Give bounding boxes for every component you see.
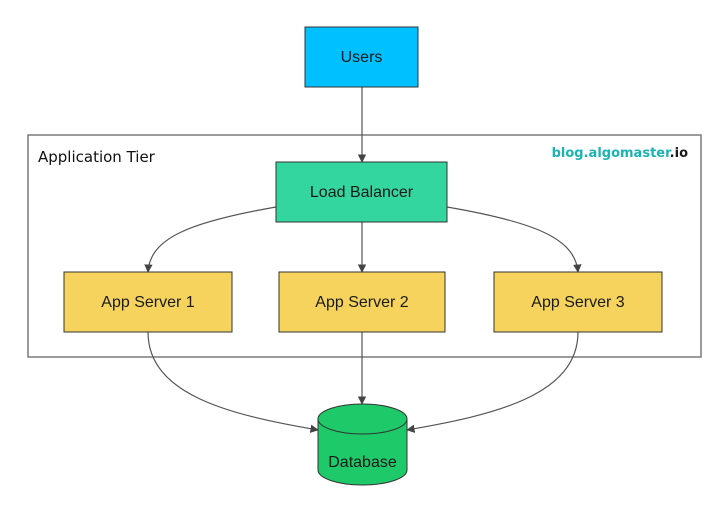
- load-balancer-label: Load Balancer: [310, 184, 414, 201]
- app-server-1-node: App Server 1: [63, 271, 233, 333]
- users-node: Users: [304, 26, 419, 88]
- edge-load-balancer-to-app-server-3: [446, 206, 582, 273]
- app-server-2-label: App Server 2: [315, 294, 408, 311]
- watermark-name: algomaster: [589, 146, 673, 161]
- application-tier-label: Application Tier: [38, 148, 156, 166]
- database-label: Database: [328, 454, 397, 471]
- watermark-prefix: blog.: [552, 146, 589, 161]
- watermark-suffix: .io: [670, 146, 688, 161]
- database-cylinder: [317, 419, 408, 486]
- app-server-2-node: App Server 2: [278, 271, 446, 333]
- edge-load-balancer-to-app-server-1: [144, 206, 277, 273]
- edge-app-server-1-to-database: [147, 331, 319, 433]
- users-label: Users: [341, 49, 383, 66]
- app-server-1-label: App Server 1: [101, 294, 194, 311]
- load-balancer-node: Load Balancer: [275, 161, 448, 223]
- edge-app-server-3-to-database: [406, 331, 579, 433]
- application-tier-container: [27, 134, 702, 358]
- app-server-3-node: App Server 3: [493, 271, 663, 333]
- database-cylinder-top: [317, 403, 408, 435]
- app-server-3-label: App Server 3: [531, 294, 624, 311]
- database-node: Database: [317, 403, 408, 486]
- brand-watermark: blog.algomaster.io: [552, 146, 688, 161]
